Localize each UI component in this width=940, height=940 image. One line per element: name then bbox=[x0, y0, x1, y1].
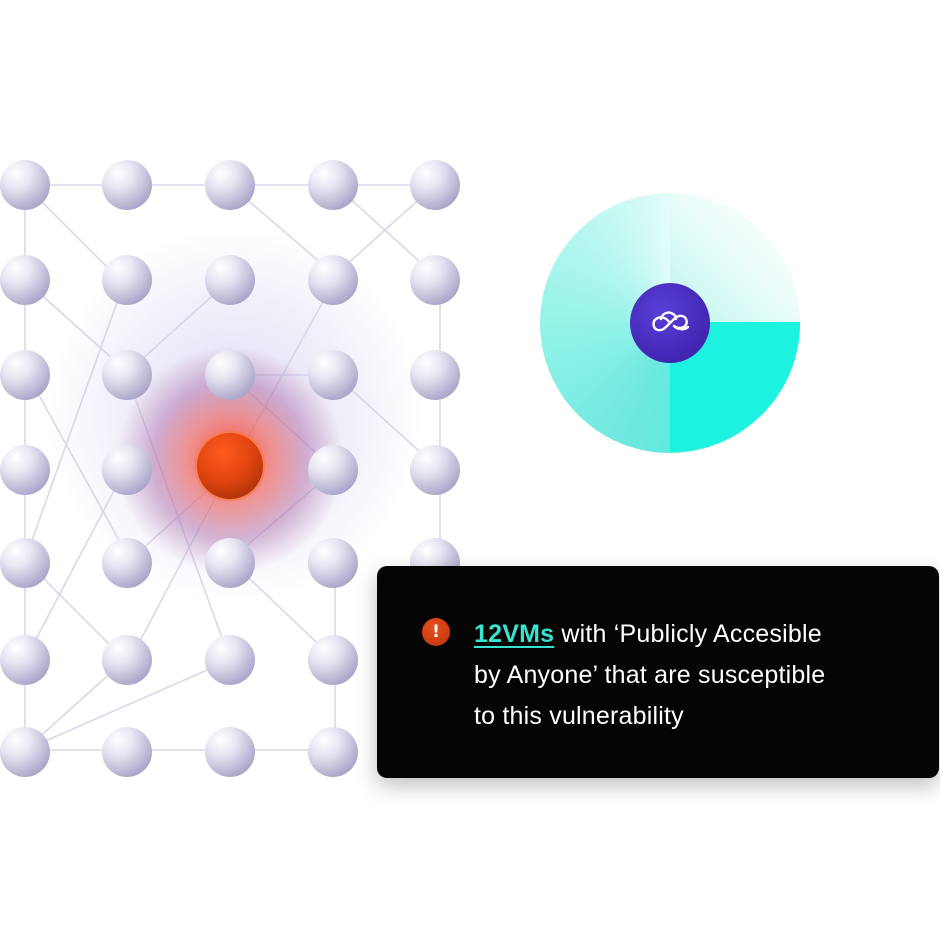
graph-node bbox=[205, 727, 255, 777]
graph-node bbox=[102, 445, 152, 495]
graph-node bbox=[205, 635, 255, 685]
graph-node bbox=[205, 160, 255, 210]
graph-node bbox=[308, 445, 358, 495]
graph-node bbox=[0, 350, 50, 400]
alert-message: 12VMs with ‘Publicly Accesible by Anyone… bbox=[474, 614, 914, 737]
graph-node bbox=[102, 350, 152, 400]
graph-node bbox=[308, 255, 358, 305]
pie-cutout bbox=[670, 193, 800, 323]
graph-node bbox=[0, 160, 50, 210]
graph-node bbox=[308, 538, 358, 588]
graph-node bbox=[410, 255, 460, 305]
graph-node bbox=[410, 445, 460, 495]
vulnerability-alert-card: ! 12VMs with ‘Publicly Accesible by Anyo… bbox=[377, 566, 939, 778]
graph-node bbox=[102, 635, 152, 685]
graph-node bbox=[102, 160, 152, 210]
graph-node bbox=[102, 538, 152, 588]
graph-node bbox=[0, 635, 50, 685]
alert-line2: by Anyone’ that are susceptible bbox=[474, 661, 826, 689]
graph-node bbox=[102, 255, 152, 305]
graph-node bbox=[0, 727, 50, 777]
graph-node bbox=[410, 160, 460, 210]
graph-node bbox=[102, 727, 152, 777]
graph-node bbox=[410, 350, 460, 400]
graph-node bbox=[0, 445, 50, 495]
graph-node bbox=[308, 727, 358, 777]
graph-node bbox=[205, 350, 255, 400]
pie-highlight-slice bbox=[670, 322, 800, 452]
exclamation-icon: ! bbox=[422, 618, 450, 646]
graph-node bbox=[308, 635, 358, 685]
graph-node bbox=[205, 538, 255, 588]
cloud-infinity-icon bbox=[652, 311, 690, 332]
cloud-infinity-badge bbox=[630, 283, 710, 363]
graph-node bbox=[308, 350, 358, 400]
graph-node bbox=[308, 160, 358, 210]
alert-line3: to this vulnerability bbox=[474, 702, 684, 730]
vulnerable-node bbox=[197, 433, 263, 499]
graph-node bbox=[0, 538, 50, 588]
graph-node bbox=[0, 255, 50, 305]
alert-line1: with ‘Publicly Accesible bbox=[554, 620, 822, 648]
graph-node bbox=[205, 255, 255, 305]
vm-count-link[interactable]: 12VMs bbox=[474, 620, 555, 648]
